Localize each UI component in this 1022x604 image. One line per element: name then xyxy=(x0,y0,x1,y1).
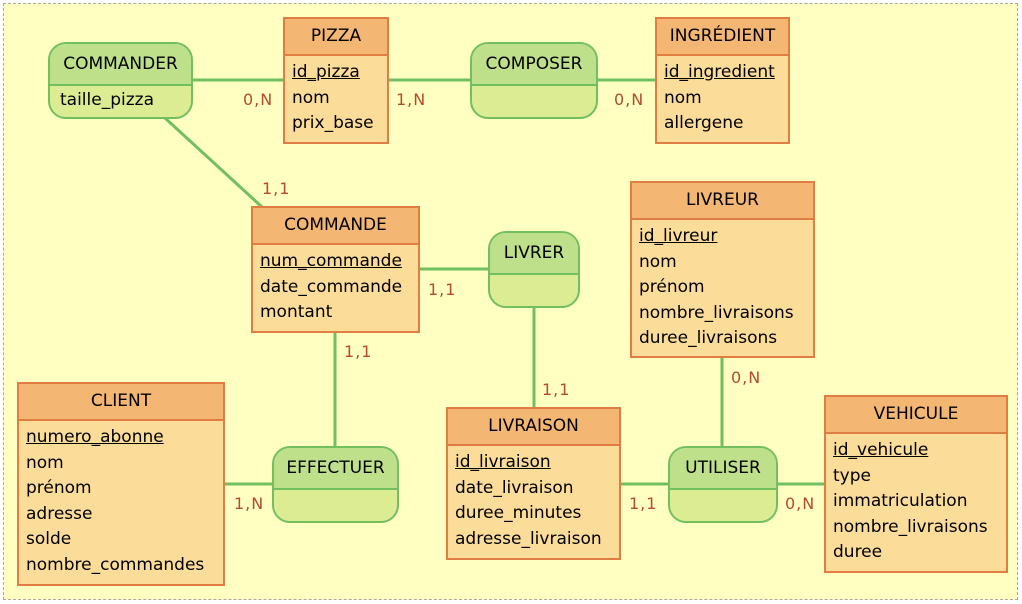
entity-livreur: LIVREUR id_livreur nom prénom nombre_liv… xyxy=(630,181,815,358)
entity-attribute-key: id_livreur xyxy=(639,226,718,246)
entity-attribute: nom xyxy=(639,251,677,272)
entity-attribute-key: id_vehicule xyxy=(833,440,929,460)
cardinality-utiliser-vehicule: 0,N xyxy=(785,494,816,513)
cardinality-livrer-commande: 1,1 xyxy=(428,280,457,299)
entity-attribute: duree xyxy=(833,542,883,562)
association-composer: COMPOSER xyxy=(470,42,598,119)
entity-attribute: type xyxy=(833,465,871,486)
cardinality-commander-pizza: 0,N xyxy=(243,90,274,109)
entity-attribute: allergene xyxy=(664,113,744,133)
association-title: LIVRER xyxy=(490,233,578,275)
entity-title: VEHICULE xyxy=(826,397,1006,434)
association-utiliser: UTILISER xyxy=(668,446,778,523)
entity-ingredient: INGRÉDIENT id_ingredient nom allergene xyxy=(655,17,790,144)
entity-title: PIZZA xyxy=(285,19,387,56)
entity-pizza: PIZZA id_pizza nom prix_base xyxy=(283,17,389,144)
association-effectuer: EFFECTUER xyxy=(272,446,399,523)
entity-attribute: nom xyxy=(664,87,702,108)
association-title: EFFECTUER xyxy=(274,448,397,490)
association-attribute: taille_pizza xyxy=(60,90,154,110)
cardinality-commander-commande: 1,1 xyxy=(262,179,291,198)
link-commander-commande xyxy=(163,116,264,209)
entity-title: COMMANDE xyxy=(253,208,418,245)
entity-title: INGRÉDIENT xyxy=(657,19,788,56)
entity-attribute: montant xyxy=(260,302,333,322)
entity-title: LIVRAISON xyxy=(448,409,619,446)
entity-attribute: duree_minutes xyxy=(455,503,582,523)
entity-attribute: solde xyxy=(26,529,72,549)
entity-title: LIVREUR xyxy=(632,183,813,220)
entity-attribute: nom xyxy=(292,87,330,108)
entity-attribute: date_commande xyxy=(260,276,403,297)
entity-attribute: duree_livraisons xyxy=(639,328,778,348)
entity-attribute: adresse xyxy=(26,503,93,524)
entity-attribute: prénom xyxy=(26,478,92,498)
entity-attribute: nom xyxy=(26,452,64,473)
cardinality-utiliser-livreur: 0,N xyxy=(731,368,762,387)
cardinality-composer-pizza: 1,N xyxy=(396,90,427,109)
entity-attribute: prénom xyxy=(639,277,705,297)
entity-attribute: adresse_livraison xyxy=(455,528,602,549)
entity-attribute: nombre_livraisons xyxy=(639,302,794,323)
entity-attribute-key: id_ingredient xyxy=(664,62,775,82)
entity-attribute: nombre_livraisons xyxy=(833,516,988,537)
entity-attribute: prix_base xyxy=(292,113,374,133)
cardinality-effectuer-client: 1,N xyxy=(234,494,265,513)
association-commander: COMMANDER taille_pizza xyxy=(48,42,193,119)
association-title: UTILISER xyxy=(670,448,776,490)
entity-attribute: date_livraison xyxy=(455,477,574,498)
entity-livraison: LIVRAISON id_livraison date_livraison du… xyxy=(446,407,621,560)
entity-title: CLIENT xyxy=(19,384,223,421)
entity-attribute: nombre_commandes xyxy=(26,554,205,575)
entity-commande: COMMANDE num_commande date_commande mont… xyxy=(251,206,420,333)
cardinality-livrer-livraison: 1,1 xyxy=(542,380,571,399)
entity-attribute: immatriculation xyxy=(833,491,968,511)
cardinality-effectuer-commande: 1,1 xyxy=(344,342,373,361)
entity-vehicule: VEHICULE id_vehicule type immatriculatio… xyxy=(824,395,1008,573)
entity-attribute-key: id_livraison xyxy=(455,452,551,472)
association-livrer: LIVRER xyxy=(488,231,580,308)
cardinality-utiliser-livraison: 1,1 xyxy=(629,494,658,513)
cardinality-composer-ingredient: 0,N xyxy=(614,90,645,109)
entity-client: CLIENT numero_abonne nom prénom adresse … xyxy=(17,382,225,586)
association-title: COMPOSER xyxy=(472,44,596,86)
entity-attribute-key: numero_abonne xyxy=(26,427,164,447)
association-title: COMMANDER xyxy=(50,44,191,86)
entity-attribute-key: id_pizza xyxy=(292,62,360,82)
entity-attribute-key: num_commande xyxy=(260,251,402,271)
